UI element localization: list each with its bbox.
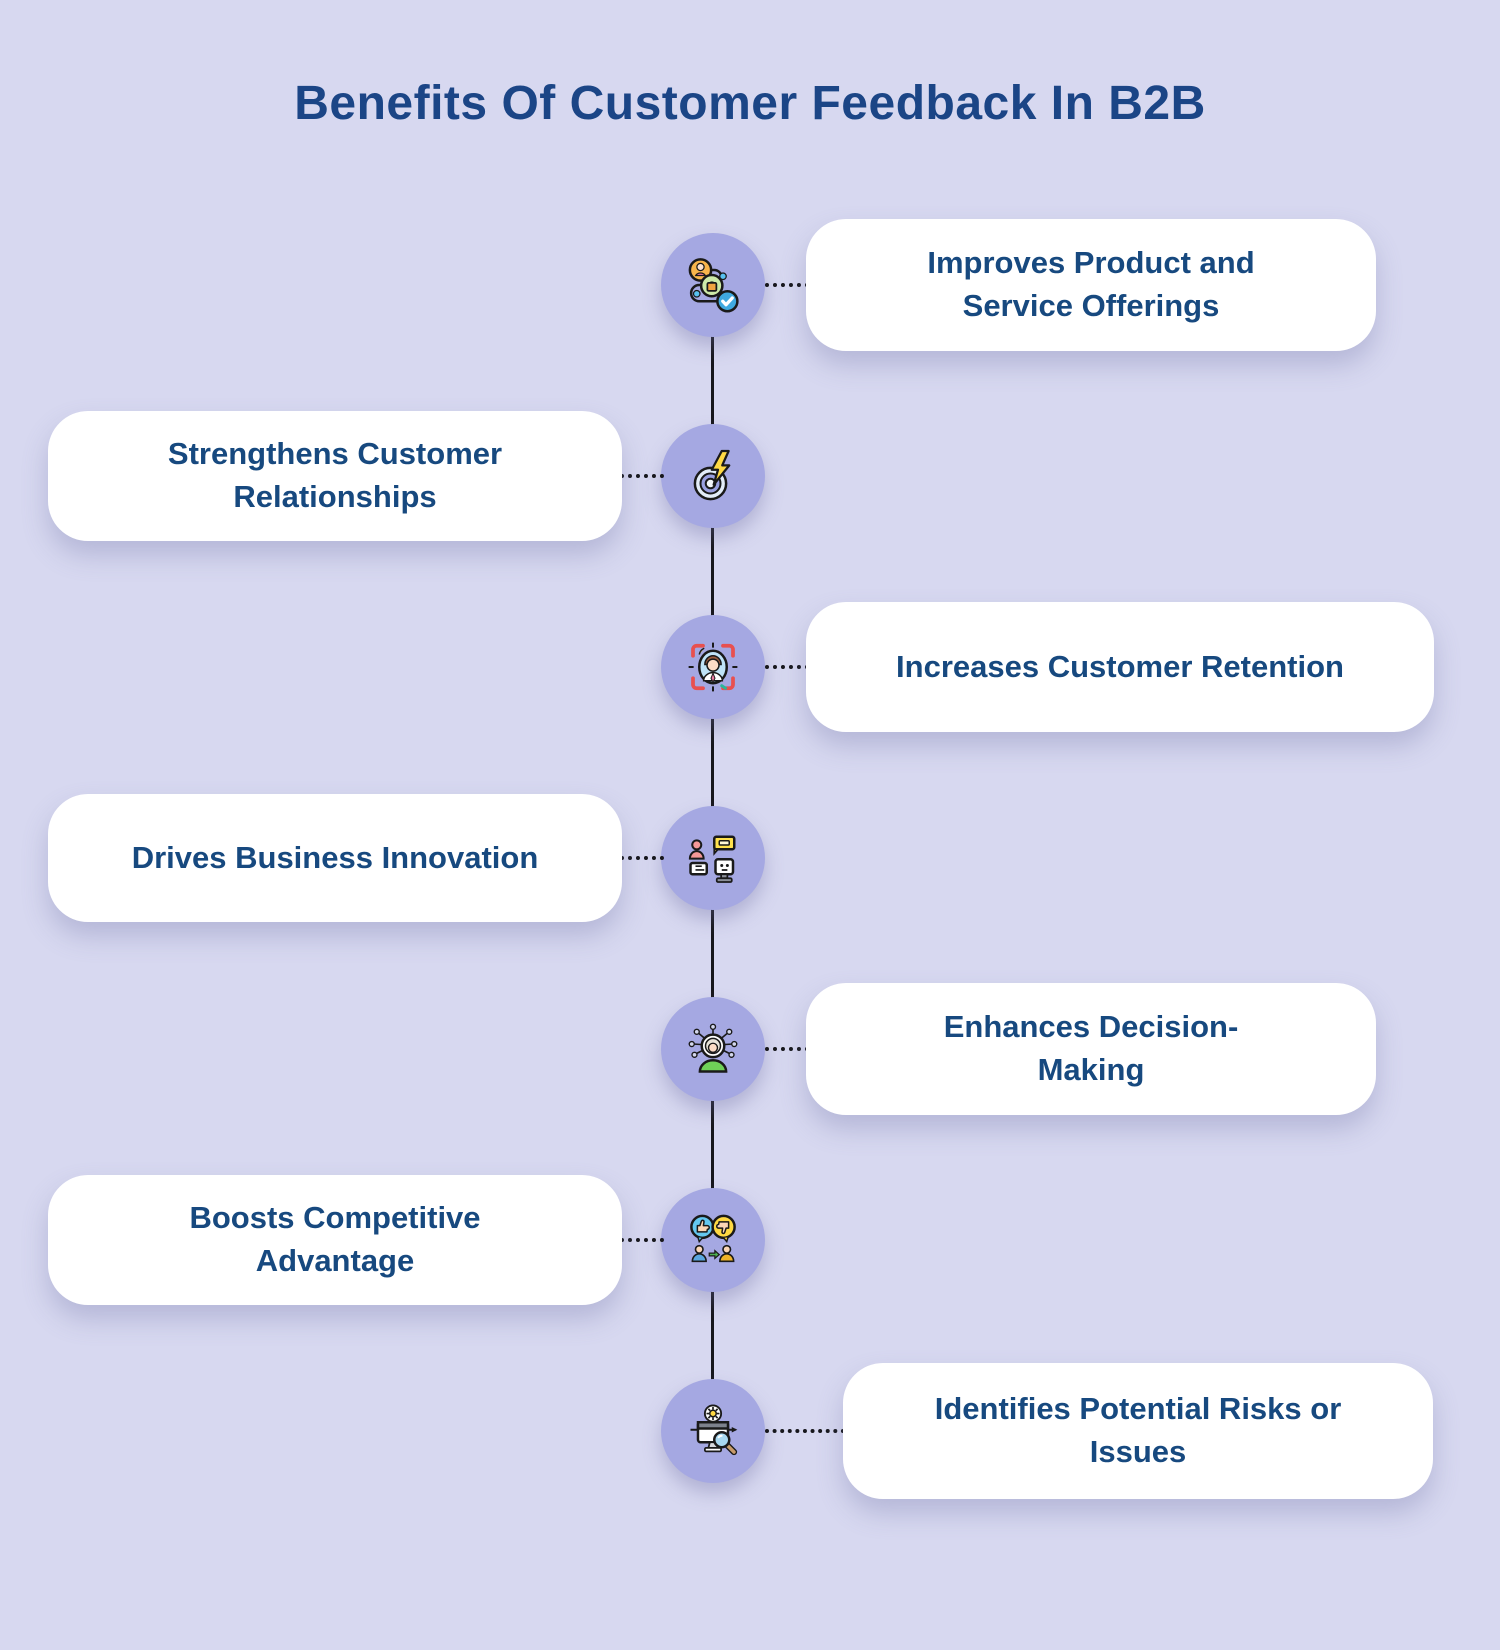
badge-monitor-analysis (661, 1379, 765, 1483)
benefit-label: Strengthens Customer Relationships (167, 436, 503, 514)
badge-target-lightning (661, 424, 765, 528)
badge-process-flow (661, 233, 765, 337)
dotted-connector (620, 1238, 664, 1242)
dotted-connector (620, 474, 664, 478)
badge-human-robot-chat (661, 806, 765, 910)
badge-mind-network (661, 997, 765, 1101)
process-flow-icon (688, 258, 739, 313)
dotted-connector (765, 283, 809, 287)
monitor-analysis-icon (690, 1404, 738, 1456)
benefit-label: Enhances Decision-Making (943, 1009, 1239, 1087)
benefit-label: Boosts Competitive Advantage (189, 1200, 481, 1278)
human-robot-chat-icon (688, 835, 736, 883)
benefit-label: Increases Customer Retention (896, 648, 1344, 684)
benefit-card: Enhances Decision-Making (806, 983, 1376, 1115)
dotted-connector (620, 856, 664, 860)
dotted-connector (765, 1047, 809, 1051)
benefit-card: Identifies Potential Risks or Issues (843, 1363, 1433, 1499)
mind-network-icon (688, 1023, 738, 1073)
customer-focus-icon (688, 642, 738, 692)
benefit-card: Drives Business Innovation (48, 794, 622, 922)
badge-thumbs-feedback (661, 1188, 765, 1292)
dotted-connector (765, 1429, 845, 1433)
page-title: Benefits Of Customer Feedback In B2B (294, 77, 1206, 130)
benefit-card: Increases Customer Retention (806, 602, 1434, 732)
dotted-connector (765, 665, 809, 669)
benefit-card: Strengthens Customer Relationships (48, 411, 622, 541)
thumbs-feedback-icon (690, 1214, 736, 1263)
benefit-card: Improves Product and Service Offerings (806, 219, 1376, 351)
benefit-label: Improves Product and Service Offerings (927, 245, 1255, 323)
benefit-card: Boosts Competitive Advantage (48, 1175, 622, 1305)
badge-customer-focus (661, 615, 765, 719)
benefit-label: Drives Business Innovation (131, 839, 539, 875)
target-lightning-icon (693, 449, 731, 501)
benefit-label: Identifies Potential Risks or Issues (934, 1391, 1342, 1469)
